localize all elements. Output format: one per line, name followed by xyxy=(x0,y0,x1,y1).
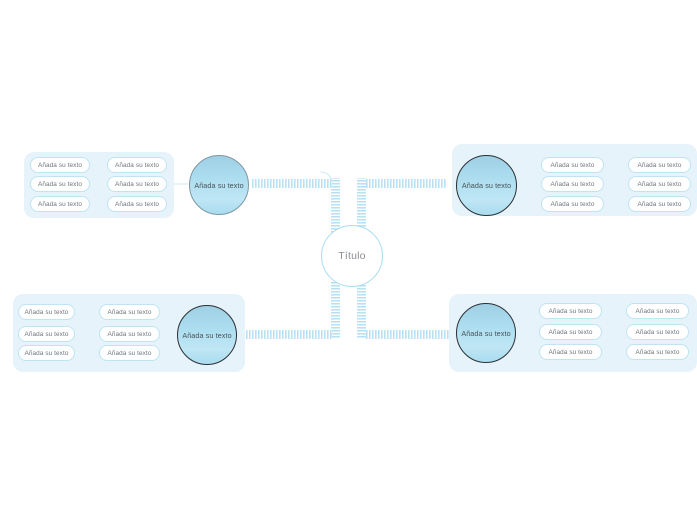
leaf-pill-inner[interactable]: Añada su texto xyxy=(539,324,602,340)
leaf-pill-inner[interactable]: Añada su texto xyxy=(107,176,167,192)
leaf-pill-label: Añada su texto xyxy=(635,307,680,315)
leaf-pill-label: Añada su texto xyxy=(637,161,682,169)
leaf-pill-inner[interactable]: Añada su texto xyxy=(99,345,160,361)
leaf-pill-outer[interactable]: Añada su texto xyxy=(18,345,75,361)
leaf-pill-label: Añada su texto xyxy=(107,308,152,316)
leaf-pill-outer[interactable]: Añada su texto xyxy=(30,176,90,192)
leaf-pill-label: Añada su texto xyxy=(114,200,160,208)
leaf-pill-outer[interactable]: Añada su texto xyxy=(626,344,689,360)
leaf-pill-inner[interactable]: Añada su texto xyxy=(541,157,604,173)
leaf-pill-outer[interactable]: Añada su texto xyxy=(626,324,689,340)
branch-node-top-right[interactable]: Añada su texto xyxy=(456,155,517,216)
leaf-pill-label: Añada su texto xyxy=(635,348,680,356)
branch-node-bottom-right[interactable]: Añada su texto xyxy=(456,303,516,363)
leaf-pill-outer[interactable]: Añada su texto xyxy=(30,196,90,212)
leaf-pill-outer[interactable]: Añada su texto xyxy=(628,176,691,192)
ribbon-hub-to-top-left xyxy=(252,171,340,236)
leaf-pill-label: Añada su texto xyxy=(550,200,595,208)
leaf-pill-inner[interactable]: Añada su texto xyxy=(541,196,604,212)
leaf-pill-label: Añada su texto xyxy=(37,180,83,188)
ribbon-hub-to-bottom-left xyxy=(243,281,340,339)
leaf-pill-label: Añada su texto xyxy=(548,307,593,315)
leaf-pill-outer[interactable]: Añada su texto xyxy=(18,326,75,342)
ribbon-hub-to-top-right xyxy=(357,178,446,236)
leaf-pill-label: Añada su texto xyxy=(114,180,160,188)
leaf-pill-label: Añada su texto xyxy=(107,349,152,357)
leaf-pill-inner[interactable]: Añada su texto xyxy=(99,304,160,320)
leaf-pill-inner[interactable]: Añada su texto xyxy=(539,344,602,360)
leaf-pill-inner[interactable]: Añada su texto xyxy=(539,303,602,319)
leaf-pill-label: Añada su texto xyxy=(37,161,83,169)
leaf-pill-label: Añada su texto xyxy=(637,180,682,188)
leaf-pill-label: Añada su texto xyxy=(114,161,160,169)
leaf-pill-outer[interactable]: Añada su texto xyxy=(628,196,691,212)
leaf-pill-inner[interactable]: Añada su texto xyxy=(107,157,167,173)
ribbon-hub-to-bottom-right xyxy=(357,281,452,339)
leaf-pill-outer[interactable]: Añada su texto xyxy=(628,157,691,173)
leaf-pill-label: Añada su texto xyxy=(550,161,595,169)
leaf-pill-outer[interactable]: Añada su texto xyxy=(18,304,75,320)
leaf-pill-label: Añada su texto xyxy=(24,349,69,357)
leaf-pill-outer[interactable]: Añada su texto xyxy=(30,157,90,173)
leaf-pill-inner[interactable]: Añada su texto xyxy=(99,326,160,342)
hub-title-label: Título xyxy=(338,250,366,262)
leaf-pill-label: Añada su texto xyxy=(550,180,595,188)
branch-node-label: Añada su texto xyxy=(194,180,244,190)
leaf-pill-label: Añada su texto xyxy=(37,200,83,208)
branch-node-label: Añada su texto xyxy=(461,181,512,190)
leaf-pill-label: Añada su texto xyxy=(548,348,593,356)
branch-node-bottom-left[interactable]: Añada su texto xyxy=(177,305,237,365)
hub-title-circle[interactable]: Título xyxy=(321,225,383,287)
branch-node-label: Añada su texto xyxy=(461,328,511,338)
leaf-pill-label: Añada su texto xyxy=(548,328,593,336)
leaf-pill-label: Añada su texto xyxy=(24,330,69,338)
leaf-pill-label: Añada su texto xyxy=(637,200,682,208)
leaf-pill-inner[interactable]: Añada su texto xyxy=(541,176,604,192)
leaf-pill-label: Añada su texto xyxy=(635,328,680,336)
leaf-pill-inner[interactable]: Añada su texto xyxy=(107,196,167,212)
leaf-pill-label: Añada su texto xyxy=(24,308,69,316)
branch-node-label: Añada su texto xyxy=(182,330,232,340)
branch-node-top-left[interactable]: Añada su texto xyxy=(189,155,249,215)
leaf-pill-outer[interactable]: Añada su texto xyxy=(626,303,689,319)
leaf-pill-label: Añada su texto xyxy=(107,330,152,338)
